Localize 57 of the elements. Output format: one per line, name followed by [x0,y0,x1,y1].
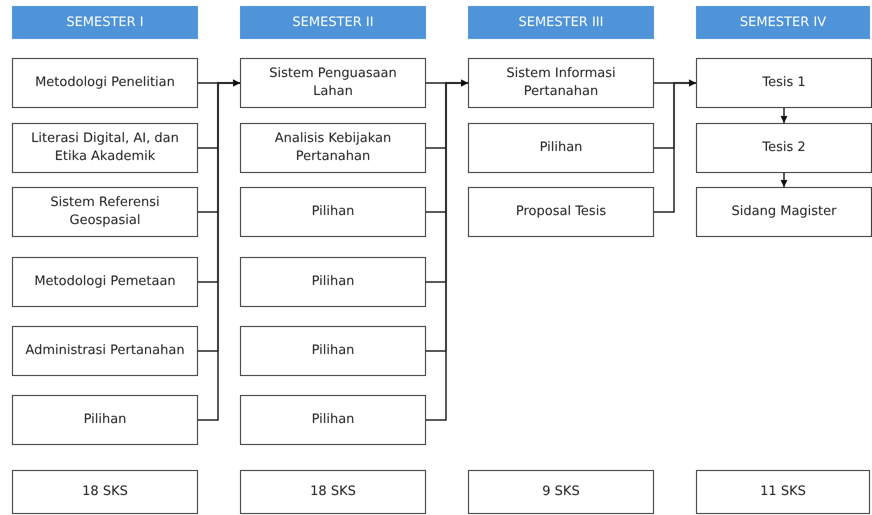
credit-total-box [12,470,198,514]
course-label: SEMESTER I [66,14,144,32]
semester-header [696,6,870,39]
course-label: Sistem Penguasaan Lahan [268,65,398,101]
course-label: 18 SKS [82,483,128,501]
course-box [12,123,198,173]
course-box [240,395,426,445]
course-box [240,58,426,108]
course-label: Analisis Kebijakan Pertanahan [274,130,392,166]
course-label: Literasi Digital, AI, dan Etika Akademik [30,130,180,166]
course-label: SEMESTER III [518,14,604,32]
course-label: Sidang Magister [732,203,836,221]
course-label: Sistem Referensi Geospasial [49,194,161,230]
course-label: Tesis 2 [762,139,806,157]
course-box [240,257,426,307]
course-box [240,187,426,237]
course-label: Pilihan [312,342,354,360]
course-box [468,187,654,237]
course-box [12,326,198,376]
course-box [468,58,654,108]
course-box [12,395,198,445]
course-box [468,123,654,173]
connector-arrow [780,108,788,123]
course-label: Tesis 1 [762,74,806,92]
course-label: Pilihan [312,411,354,429]
course-label: Pilihan [312,203,354,221]
course-label: SEMESTER IV [740,14,826,32]
connector-arrow [780,173,788,187]
course-box [12,257,198,307]
course-box [240,123,426,173]
credit-total-box [240,470,426,514]
course-label: Pilihan [84,411,126,429]
semester-header [240,6,426,39]
course-label: SEMESTER II [292,14,374,32]
course-label: Metodologi Pemetaan [34,273,176,291]
course-label: Sistem Informasi Pertanahan [505,65,617,101]
course-label: Proposal Tesis [516,203,606,221]
course-box [696,58,872,108]
credit-total-box [696,470,870,514]
course-label: Pilihan [312,273,354,291]
course-label: 11 SKS [760,483,806,501]
credit-total-box [468,470,654,514]
course-label: 18 SKS [310,483,356,501]
course-label: 9 SKS [542,483,580,501]
course-label: Metodologi Penelitian [35,74,175,92]
course-label: Pilihan [540,139,582,157]
course-box [240,326,426,376]
semester-header [12,6,198,39]
course-box [12,58,198,108]
course-box [12,187,198,237]
connector-arrow [426,80,468,421]
course-box [696,187,872,237]
semester-header [468,6,654,39]
course-label: Administrasi Pertanahan [25,342,185,360]
connector-arrow [654,80,696,213]
course-box [696,123,872,173]
connector-arrow [198,80,240,421]
